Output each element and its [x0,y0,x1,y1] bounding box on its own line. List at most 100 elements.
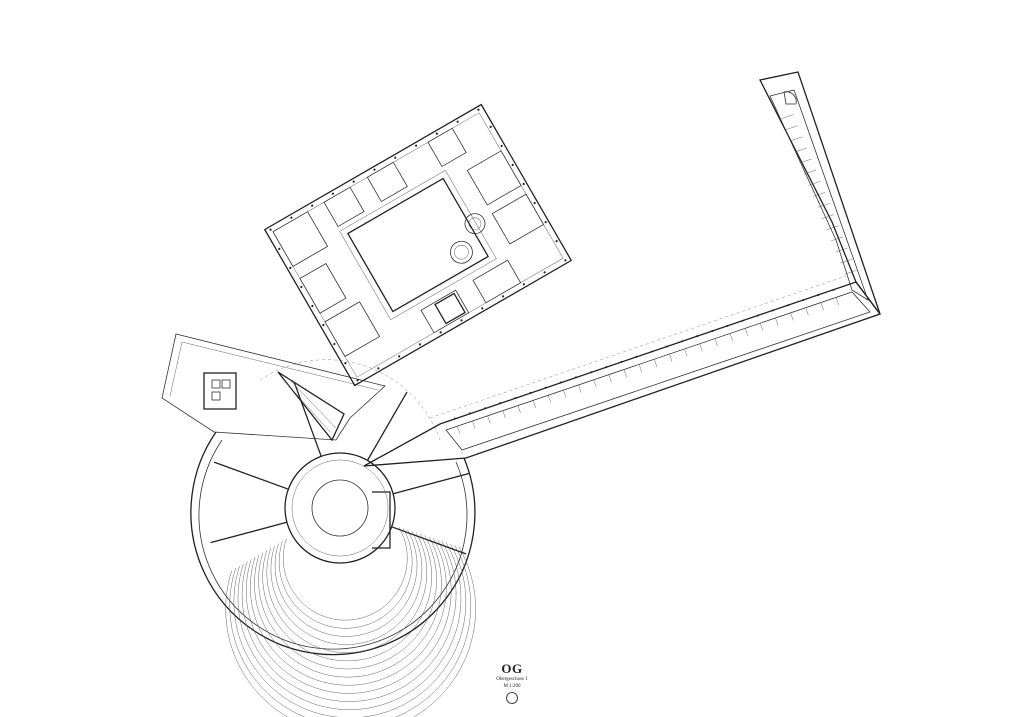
partition [502,410,506,419]
partition [532,400,536,409]
column [311,204,314,207]
room [427,127,467,168]
long-wing-partitions [453,288,839,434]
column [817,293,820,296]
seat-row [250,538,447,686]
seat-row [266,532,427,653]
central-foyer [284,452,396,564]
partition [817,203,830,208]
partition [785,125,799,130]
north-wing [759,71,881,315]
seat-row [245,539,452,694]
column [635,355,638,358]
partition [820,302,824,311]
partition [487,415,491,424]
seat-row [233,543,467,717]
partition [623,369,627,378]
partition [548,395,552,403]
partition [813,192,826,197]
column [501,295,505,298]
partition [790,312,794,321]
column [665,345,668,348]
column [522,283,525,286]
partition [517,405,521,414]
room [272,211,329,267]
column [377,367,380,370]
room [466,150,522,206]
partition [831,236,844,242]
column [620,360,623,363]
column [522,182,525,186]
partition [684,348,688,357]
column [544,221,547,224]
stair-core [203,372,237,410]
title-block: OG Obergeschoss 1 M 1:200 [472,662,552,704]
column [500,144,503,147]
radial-walls [210,381,470,555]
partition [638,364,642,372]
north-wing-outline [759,71,881,315]
partition [835,247,848,253]
column [787,304,790,307]
seat-row [278,528,413,629]
partition [808,181,821,186]
north-arrow-icon [506,692,518,704]
column [832,288,835,291]
column [414,144,418,147]
partition [472,420,476,429]
room [491,193,545,245]
room [323,186,365,228]
column [398,355,401,358]
column [771,309,774,312]
column [394,156,397,159]
courtyard-columns [269,108,567,382]
partition [775,317,779,326]
column [574,376,577,379]
plan-subtitle: Obergeschoss 1 [496,677,528,682]
column [590,371,593,374]
radial-wall [392,472,470,495]
column [559,381,562,384]
partition [729,333,733,342]
column [650,350,653,353]
column [802,299,805,302]
column [289,266,292,269]
column [435,132,438,135]
column [278,247,281,250]
column [456,120,459,123]
column [333,343,336,346]
partition [844,269,857,275]
room [366,161,408,203]
partition [822,214,835,219]
plan-scale: M 1:200 [503,684,521,689]
radial-wall [293,381,322,457]
partition [781,114,794,119]
column [300,285,303,289]
room [324,301,381,358]
column [499,402,502,405]
column [696,335,699,338]
partition [795,147,808,153]
radial-wall [366,391,408,461]
column [290,216,293,219]
long-wing-outline [363,281,882,467]
seat-row [241,540,457,702]
radial-wall [391,526,467,555]
column [511,163,514,167]
seat-row [270,531,423,645]
column [453,417,456,420]
room [299,262,347,314]
partition [654,359,658,367]
column [373,168,376,171]
plan-title: OG [501,661,523,676]
column [356,379,359,382]
radial-wall [213,461,289,490]
partition [804,169,817,175]
column [484,407,487,410]
column [489,125,492,128]
partition [835,297,839,306]
seat-row [258,535,437,670]
partition [714,338,718,347]
west-pavilion [161,333,386,442]
column [741,319,744,322]
